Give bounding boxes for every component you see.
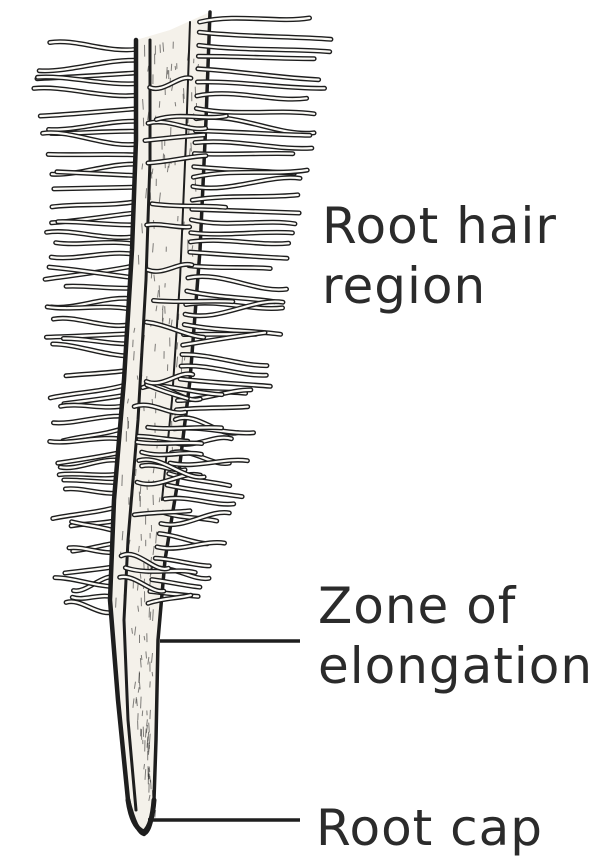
root-texture-stroke <box>152 672 153 676</box>
root-texture-stroke <box>171 64 172 71</box>
root-texture-stroke <box>136 469 137 476</box>
root-texture-stroke <box>184 88 185 99</box>
root-hair-fill <box>198 69 319 80</box>
label-root-cap: Root cap <box>316 798 543 858</box>
root-texture-stroke <box>151 172 152 179</box>
root-texture-stroke <box>155 392 156 399</box>
root-texture-stroke <box>155 344 156 352</box>
root-texture-stroke <box>140 574 141 579</box>
root-texture-stroke <box>143 99 144 110</box>
root-texture-stroke <box>159 101 160 108</box>
root-hair-fill <box>148 427 222 428</box>
root-texture-stroke <box>139 673 140 683</box>
root-texture-stroke <box>145 769 146 780</box>
root-texture-stroke <box>116 598 117 608</box>
root-texture-stroke <box>142 711 143 717</box>
root-texture-stroke <box>141 697 142 709</box>
root-texture-stroke <box>148 732 149 742</box>
root-texture-stroke <box>153 243 154 252</box>
root-texture-stroke <box>134 351 135 360</box>
label-root-hair-line1: Root hair <box>322 196 557 256</box>
root-texture-stroke <box>146 651 147 658</box>
root-hair-fill <box>154 301 233 302</box>
label-root-hair-line2: region <box>322 256 557 316</box>
label-root-hair-region: Root hair region <box>322 196 557 316</box>
label-elongation-line1: Zone of <box>318 576 593 636</box>
label-zone-of-elongation: Zone of elongation <box>318 576 593 696</box>
root-texture-stroke <box>137 376 138 380</box>
root-texture-stroke <box>169 318 170 324</box>
root-texture-stroke <box>163 42 164 51</box>
root-texture-stroke <box>150 612 151 620</box>
label-root-cap-text: Root cap <box>316 798 543 858</box>
root-texture-stroke <box>151 273 152 279</box>
root-texture-stroke <box>137 699 138 706</box>
root-texture-stroke <box>175 66 176 70</box>
root-texture-stroke <box>175 102 176 106</box>
root-texture-stroke <box>141 655 142 660</box>
root-texture-stroke <box>149 723 150 733</box>
root-texture-stroke <box>150 710 151 719</box>
root-texture-stroke <box>149 768 150 779</box>
root-hair-fill <box>194 153 292 154</box>
root-hair-fill <box>137 442 202 443</box>
root-texture-stroke <box>142 223 143 233</box>
root-texture-stroke <box>191 143 192 152</box>
root-hair-fill <box>48 154 143 155</box>
root-texture-stroke <box>122 531 123 540</box>
root-texture-stroke <box>144 764 145 769</box>
root-texture-stroke <box>136 697 137 703</box>
root-texture-stroke <box>192 245 193 249</box>
root-texture-stroke <box>163 305 164 310</box>
root-texture-stroke <box>128 421 129 429</box>
root-texture-stroke <box>153 609 154 621</box>
root-texture-stroke <box>144 636 145 640</box>
root-texture-stroke <box>140 682 141 689</box>
label-elongation-line2: elongation <box>318 636 593 696</box>
